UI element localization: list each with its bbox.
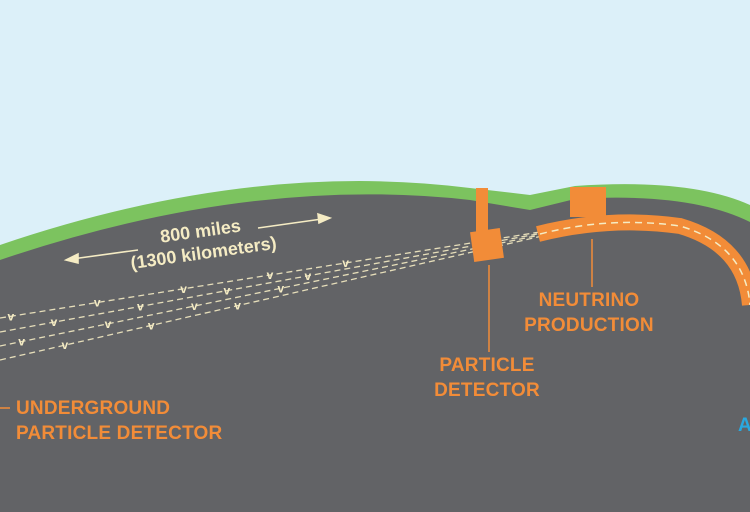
neutrino-symbol: v bbox=[223, 284, 230, 298]
neutrino-symbol: v bbox=[51, 315, 58, 329]
neutrino-symbol: v bbox=[61, 338, 68, 352]
beam-line bbox=[0, 231, 541, 319]
near-detector-label: PARTICLE DETECTOR bbox=[424, 353, 550, 403]
neutrino-symbol: v bbox=[105, 317, 112, 331]
accelerator-beam-dash bbox=[539, 221, 750, 306]
neutrino-symbol: v bbox=[7, 309, 14, 323]
near-detector-shaft bbox=[476, 188, 488, 233]
neutrino-symbol: v bbox=[137, 299, 144, 313]
production-label-line2: PRODUCTION bbox=[524, 315, 654, 336]
near-detector-label-line1: PARTICLE bbox=[439, 355, 535, 376]
neutrino-symbol: v bbox=[267, 268, 274, 282]
far-detector-label: UNDERGROUND PARTICLE DETECTOR bbox=[16, 396, 222, 446]
beam-line bbox=[0, 232, 541, 333]
neutrino-symbol: v bbox=[304, 269, 311, 283]
far-detector-label-line2: PARTICLE DETECTOR bbox=[16, 423, 223, 444]
near-detector bbox=[470, 228, 504, 262]
beam-line bbox=[0, 235, 541, 361]
distance-arrow bbox=[63, 212, 333, 265]
neutrino-symbol: v bbox=[191, 299, 198, 313]
neutrino-symbol: v bbox=[94, 296, 101, 310]
far-detector-label-line1: UNDERGROUND bbox=[16, 398, 171, 419]
beam-line bbox=[0, 234, 541, 347]
production-label-line1: NEUTRINO bbox=[538, 290, 640, 311]
near-detector-label-line2: DETECTOR bbox=[434, 380, 540, 401]
earth-ground bbox=[0, 194, 750, 512]
production-building bbox=[570, 187, 606, 217]
neutrino-symbol: v bbox=[18, 335, 25, 349]
cut-off-label: A bbox=[738, 415, 750, 436]
neutrino-symbol: v bbox=[148, 318, 155, 332]
neutrino-symbol: v bbox=[234, 299, 241, 313]
neutrino-beam-lines bbox=[0, 231, 541, 361]
neutrino-symbol: v bbox=[277, 281, 284, 295]
production-label: NEUTRINO PRODUCTION bbox=[512, 288, 666, 338]
neutrino-symbol: v bbox=[180, 282, 187, 296]
neutrino-symbol: v bbox=[342, 256, 349, 270]
